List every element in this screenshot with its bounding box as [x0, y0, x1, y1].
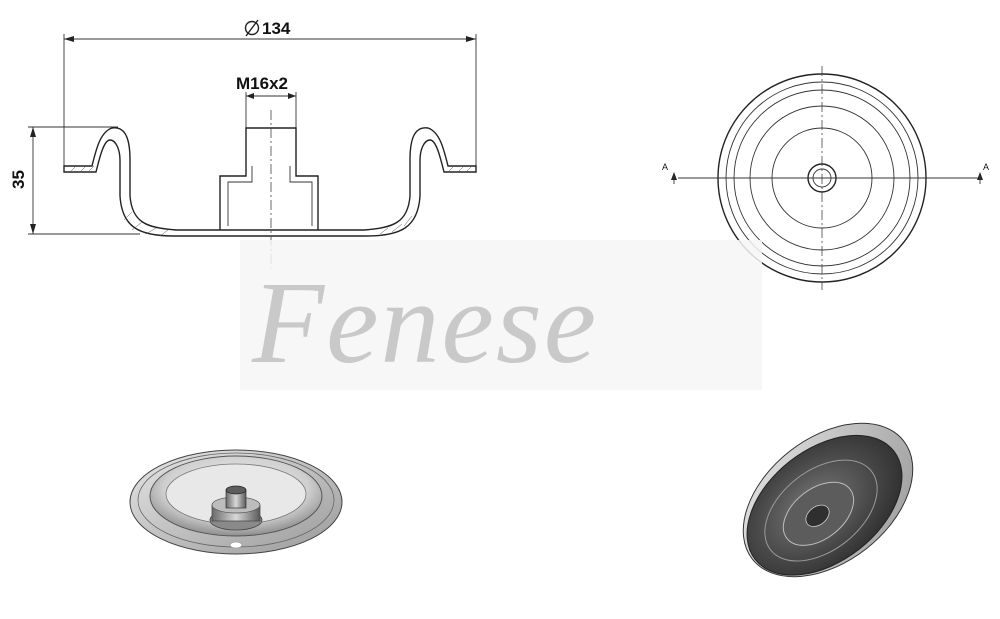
arrow-left-icon: [64, 36, 74, 42]
iso-hole: [229, 541, 243, 549]
watermark-brand: Fenese: [251, 257, 598, 388]
section-profile-outer: [63, 127, 477, 237]
hub-profile: [219, 127, 319, 230]
arrow-down-icon: [30, 224, 36, 234]
diameter-symbol-icon: [244, 19, 260, 37]
diameter-value: 134: [262, 19, 291, 38]
arrow-right-icon: [466, 36, 476, 42]
thread-value: M16x2: [236, 74, 288, 93]
section-mark-left: A: [662, 162, 668, 172]
arrow-left-icon: [246, 93, 254, 99]
section-hatch: [69, 165, 473, 237]
watermark-backdrop: [240, 240, 762, 390]
section-view: 134 M16x2 35: [9, 19, 477, 268]
iso-bolt-tip: [225, 485, 247, 495]
section-mark-right: A: [983, 162, 989, 172]
height-value: 35: [9, 170, 28, 189]
iso-view-back: [742, 422, 914, 578]
iso-view-front: [129, 449, 343, 555]
top-view: A A: [662, 66, 989, 290]
iso-back-bore: [805, 504, 830, 527]
arrow-right-icon: [288, 93, 296, 99]
iso-back-ring: [764, 459, 878, 562]
arrow-up-icon: [30, 127, 36, 137]
hub-inner: [227, 166, 313, 226]
